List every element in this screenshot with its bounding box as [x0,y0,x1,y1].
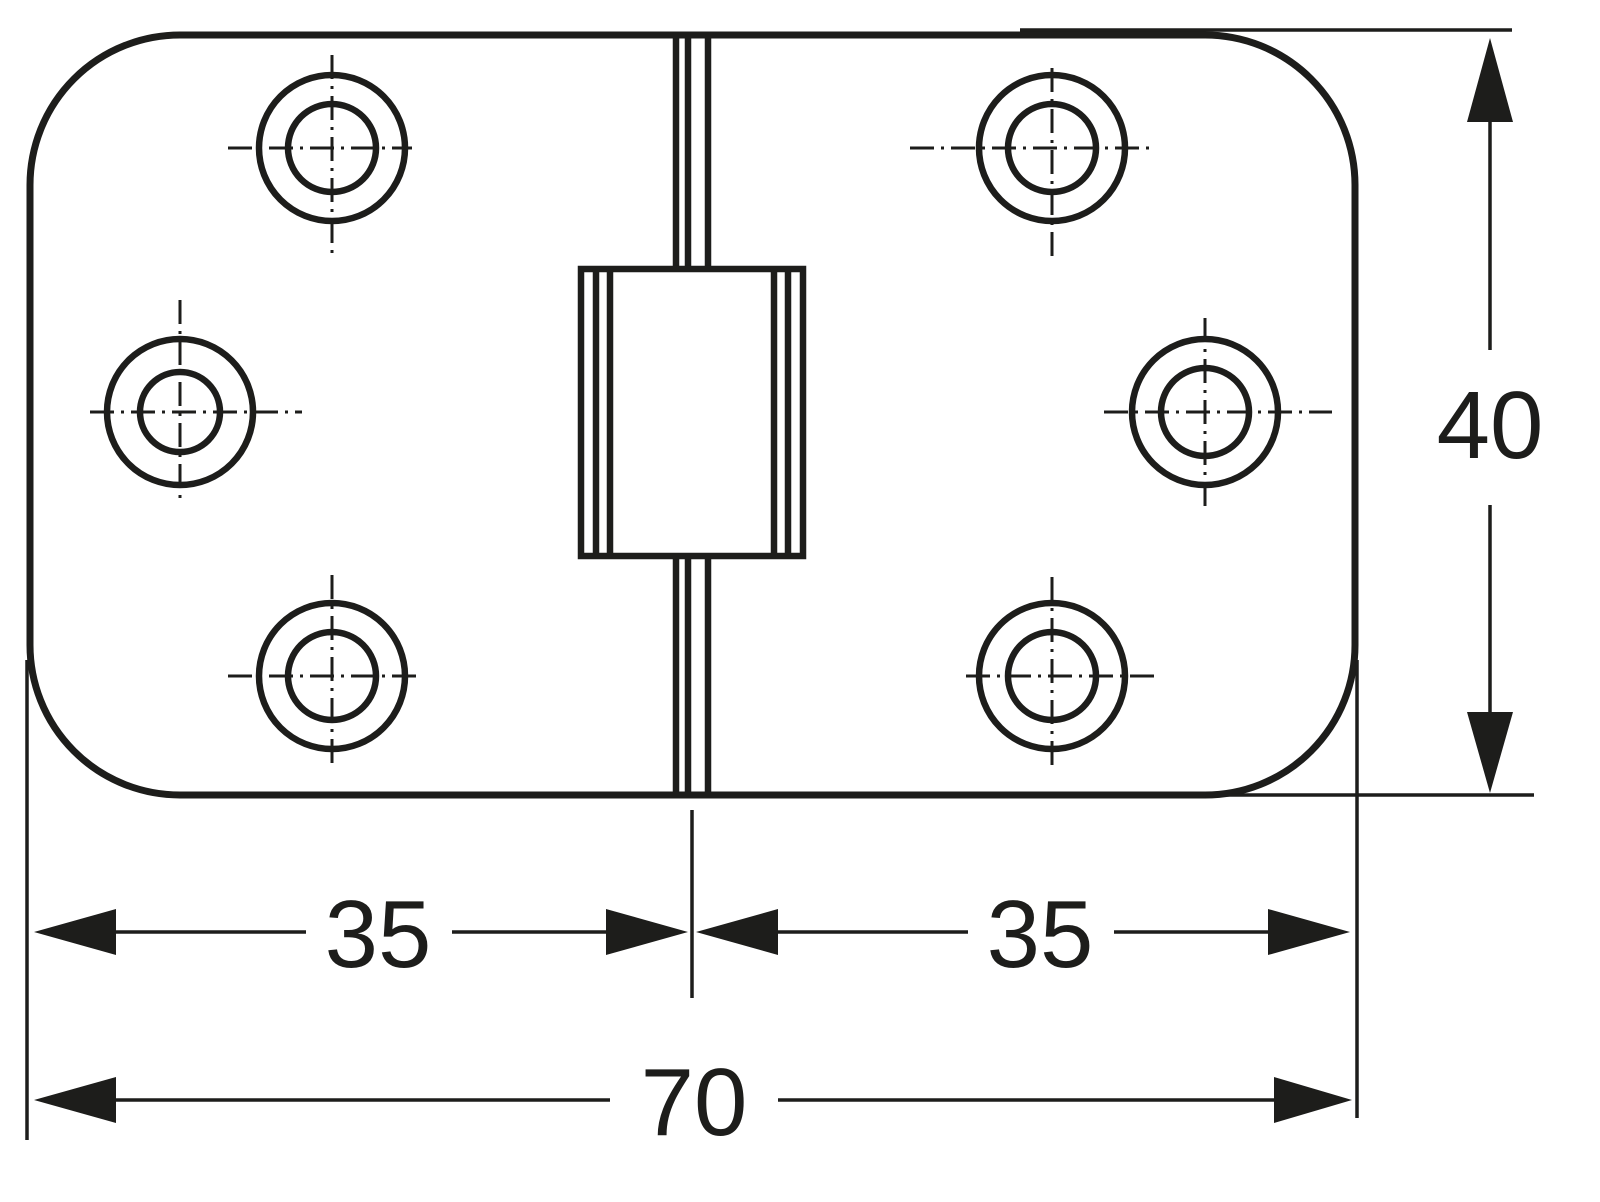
arrow-right-icon [1274,1077,1352,1123]
left-leaf-dimension: 35 [34,881,688,988]
height-label: 40 [1437,372,1544,479]
screw-hole-left-middle [90,300,302,505]
screw-hole-left-bottom [228,575,420,768]
screw-hole-right-bottom [966,577,1160,770]
screw-hole-right-middle [1104,318,1332,512]
right-leaf-width-label: 35 [987,881,1094,988]
left-leaf-width-label: 35 [325,881,432,988]
hinge-pin [672,38,712,793]
screw-hole-left-top [228,55,412,260]
right-leaf-dimension: 35 [696,881,1350,988]
arrow-up-icon [1467,38,1513,122]
arrow-left-icon [34,909,116,955]
extension-lines [25,28,1534,1140]
arrow-right-icon [606,909,688,955]
arrow-down-icon [1467,712,1513,793]
total-width-label: 70 [641,1049,748,1156]
arrow-left-icon [696,909,778,955]
total-width-dimension: 70 [34,1049,1352,1156]
arrow-left-icon [34,1077,116,1123]
screw-hole-right-top [910,68,1150,262]
height-dimension: 40 [1437,38,1544,793]
arrow-right-icon [1268,909,1350,955]
hinge-knuckle [577,265,807,560]
